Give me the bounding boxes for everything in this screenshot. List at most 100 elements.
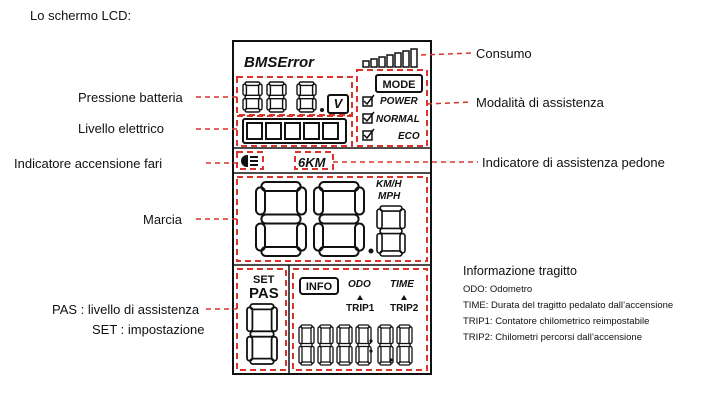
segment (396, 326, 401, 345)
segment (270, 306, 278, 333)
segment (317, 345, 322, 364)
segment (354, 186, 365, 216)
seven-segment-digits (242, 81, 413, 366)
segment (348, 326, 353, 345)
segment (266, 98, 272, 111)
battery-cells (242, 118, 347, 144)
lcd-volt-unit-box: V (327, 94, 349, 114)
segment (249, 330, 275, 338)
segment (255, 186, 266, 216)
segment (298, 326, 303, 345)
segment (268, 107, 285, 113)
segment (244, 81, 261, 87)
label-livello-elettrico: Livello elettrico (78, 121, 164, 136)
segment (396, 345, 401, 364)
segment (313, 222, 324, 252)
segment (355, 345, 360, 364)
label-modalita-assistenza: Modalità di assistenza (476, 95, 604, 110)
segment (246, 335, 254, 362)
segment (266, 83, 272, 96)
segment (318, 213, 360, 225)
label-indicatore-fari: Indicatore accensione fari (14, 156, 163, 171)
segment (367, 326, 372, 345)
info-line-trip2: TRIP2: Chilometri percorsi dall’accensio… (463, 332, 642, 343)
highlight-headlight (236, 151, 264, 170)
lcd-mode-eco: ECO (398, 131, 420, 142)
segment (389, 345, 394, 364)
segment (260, 246, 302, 257)
lcd-info-box: INFO (299, 277, 339, 295)
mode-checkboxes (362, 94, 375, 141)
highlight-modes (356, 69, 428, 147)
segment (367, 345, 372, 364)
leader-consumo (420, 52, 473, 56)
segment (298, 107, 315, 113)
lcd-unit-kmh: KM/H (376, 179, 402, 190)
segment (296, 186, 307, 216)
pas-digit (246, 303, 278, 365)
segment (318, 181, 360, 192)
highlight-voltage (236, 76, 353, 116)
segment (338, 342, 351, 348)
trip-digit-3 (336, 324, 353, 366)
segment (408, 326, 413, 345)
lcd-trip1: TRIP1 (346, 303, 375, 314)
segment (249, 303, 275, 311)
segment (376, 232, 383, 254)
segment (379, 250, 403, 257)
voltage-digit-1 (242, 81, 263, 113)
segment (296, 83, 302, 96)
speed-digit-1 (255, 181, 307, 257)
lcd-mode: MODE (382, 79, 416, 91)
segment (270, 335, 278, 362)
segment (336, 326, 341, 345)
segment (257, 83, 263, 96)
highlight-battery (236, 115, 353, 147)
lcd-bms-error: BMSError (244, 54, 315, 71)
info-line-trip1: TRIP1: Contatore chilometrico reimpostab… (463, 316, 650, 327)
segment (268, 81, 285, 87)
segment (379, 205, 403, 212)
lcd-mode-power: POWER (380, 96, 418, 107)
segment (318, 246, 360, 257)
highlight-trip (292, 268, 428, 371)
segment (242, 98, 248, 111)
segment (310, 345, 315, 364)
label-consumo: Consumo (476, 46, 532, 61)
lcd-trip2: TRIP2 (390, 303, 419, 314)
info-title: Informazione tragitto (463, 264, 577, 278)
trip-digit-5 (377, 324, 394, 366)
segment (296, 222, 307, 252)
segment (329, 326, 334, 345)
segment (376, 208, 383, 230)
trip-digit-4 (355, 324, 372, 366)
segment (310, 326, 315, 345)
lcd-outer-border (232, 40, 432, 375)
highlight-pas (236, 268, 287, 371)
lcd-info: INFO (305, 281, 333, 293)
lcd-odo: ODO (348, 279, 371, 290)
segment (408, 345, 413, 364)
leader-lines (196, 52, 478, 310)
segment (281, 98, 287, 111)
info-line-odo: ODO: Odometro (463, 284, 533, 295)
speed-digit-2 (313, 181, 365, 257)
info-line-time: TIME: Durata del tragitto pedalato dall’… (463, 300, 674, 311)
segment (355, 326, 360, 345)
segment (398, 342, 411, 348)
segment (329, 345, 334, 364)
label-marcia: Marcia (143, 212, 183, 227)
lcd-walk-assist: 6KM (298, 155, 326, 170)
label-pressione-batteria: Pressione batteria (78, 90, 183, 105)
segment (348, 345, 353, 364)
segment (377, 345, 382, 364)
segment (300, 342, 313, 348)
segment (354, 222, 365, 252)
segment (377, 326, 382, 345)
segment (336, 345, 341, 364)
segment (255, 222, 266, 252)
segment (242, 83, 248, 96)
page-title: Lo schermo LCD: (30, 8, 132, 23)
segment (298, 81, 315, 87)
